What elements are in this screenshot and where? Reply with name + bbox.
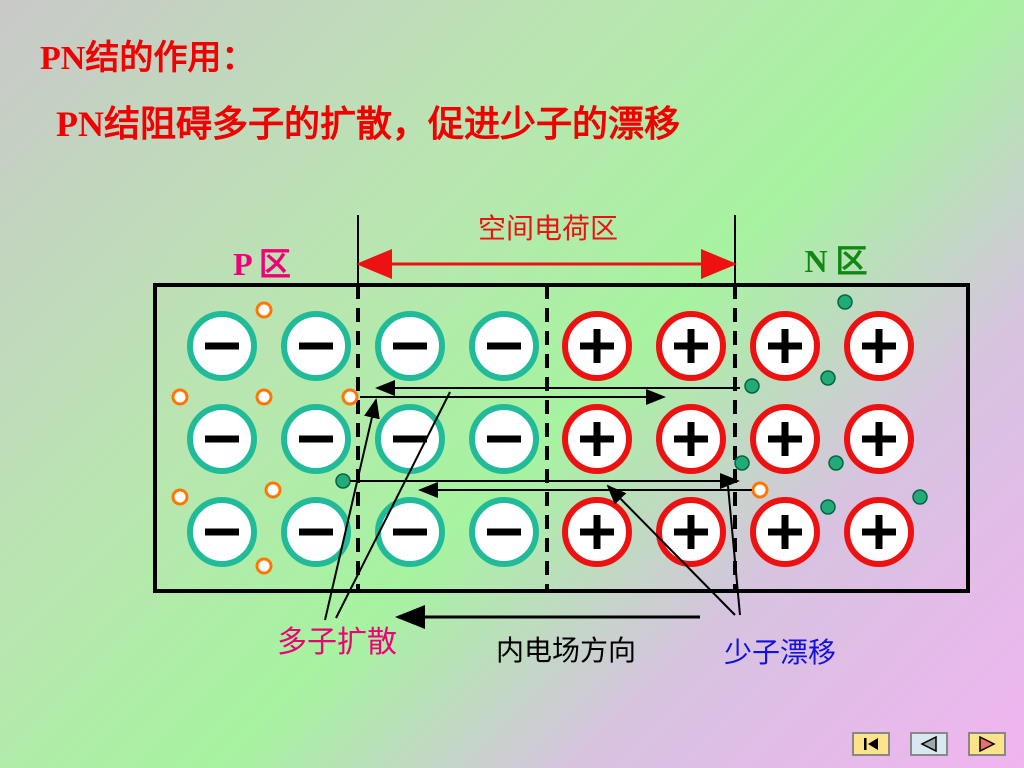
- minus-sign-icon: [487, 435, 521, 443]
- positive-ion: [656, 404, 726, 474]
- positive-ion: [750, 404, 820, 474]
- electron-particle: [912, 489, 928, 505]
- plus-sign-icon: [781, 515, 789, 549]
- negative-ion: [375, 404, 445, 474]
- electron-particle: [744, 378, 760, 394]
- hole-particle: [171, 488, 189, 506]
- hole-particle: [341, 388, 359, 406]
- negative-ion: [187, 497, 257, 567]
- negative-ion: [469, 497, 539, 567]
- slide-subtitle: PN结阻碍多子的扩散，促进少子的漂移: [56, 104, 680, 144]
- drift-pointer-2: [606, 484, 736, 616]
- next-page-button[interactable]: [968, 732, 1006, 756]
- positive-ion: [656, 311, 726, 381]
- space-charge-label: 空间电荷区: [478, 212, 618, 245]
- minus-sign-icon: [393, 528, 427, 536]
- diffusion-pointer-2: [335, 391, 451, 619]
- electron-particle: [734, 455, 750, 471]
- previous-page-icon: [912, 734, 946, 754]
- electron-particle: [820, 499, 836, 515]
- minus-sign-icon: [299, 435, 333, 443]
- hole-particle: [171, 388, 189, 406]
- hole-particle: [751, 481, 769, 499]
- field-direction-label: 内电场方向: [496, 634, 636, 667]
- negative-ion: [187, 311, 257, 381]
- plus-sign-icon: [781, 329, 789, 363]
- slide-title: PN结的作用：: [40, 40, 256, 77]
- electron-particle: [820, 370, 836, 386]
- minority-drift-label: 少子漂移: [724, 636, 836, 669]
- plus-sign-icon: [875, 422, 883, 456]
- electron-particle: [828, 455, 844, 471]
- electron-particle: [837, 294, 853, 310]
- n-region-label: N 区: [804, 243, 867, 279]
- positive-ion: [562, 497, 632, 567]
- positive-ion: [844, 404, 914, 474]
- minus-sign-icon: [393, 435, 427, 443]
- minus-sign-icon: [205, 435, 239, 443]
- minus-sign-icon: [393, 342, 427, 350]
- ion-grid: [187, 311, 914, 567]
- carrier-particles: [171, 294, 928, 575]
- negative-ion: [469, 311, 539, 381]
- negative-ion: [281, 311, 351, 381]
- minus-sign-icon: [299, 342, 333, 350]
- negative-ion: [375, 497, 445, 567]
- p-region-label: P 区: [233, 246, 291, 282]
- plus-sign-icon: [687, 422, 695, 456]
- positive-ion: [656, 497, 726, 567]
- negative-ion: [281, 497, 351, 567]
- positive-ion: [750, 497, 820, 567]
- minus-sign-icon: [299, 528, 333, 536]
- negative-ion: [187, 404, 257, 474]
- plus-sign-icon: [875, 329, 883, 363]
- positive-ion: [562, 311, 632, 381]
- plus-sign-icon: [875, 515, 883, 549]
- minus-sign-icon: [205, 342, 239, 350]
- hole-particle: [255, 557, 273, 575]
- plus-sign-icon: [593, 422, 601, 456]
- plus-sign-icon: [593, 515, 601, 549]
- semiconductor-block: [153, 283, 970, 593]
- hole-particle: [264, 481, 282, 499]
- negative-ion: [375, 311, 445, 381]
- drift-pointer-1: [727, 485, 741, 616]
- plus-sign-icon: [687, 515, 695, 549]
- first-page-icon: [854, 734, 888, 754]
- negative-ion: [469, 404, 539, 474]
- previous-page-button[interactable]: [910, 732, 948, 756]
- minus-sign-icon: [487, 342, 521, 350]
- hole-particle: [255, 301, 273, 319]
- positive-ion: [844, 497, 914, 567]
- next-page-icon: [970, 734, 1004, 754]
- diffusion-pointer-1: [324, 398, 380, 621]
- hole-particle: [255, 388, 273, 406]
- positive-ion: [750, 311, 820, 381]
- plus-sign-icon: [593, 329, 601, 363]
- positive-ion: [844, 311, 914, 381]
- minus-sign-icon: [205, 528, 239, 536]
- plus-sign-icon: [687, 329, 695, 363]
- negative-ion: [281, 404, 351, 474]
- minus-sign-icon: [487, 528, 521, 536]
- electron-particle: [335, 473, 351, 489]
- plus-sign-icon: [781, 422, 789, 456]
- positive-ion: [562, 404, 632, 474]
- majority-diffusion-label: 多子扩散: [277, 625, 397, 660]
- first-page-button[interactable]: [852, 732, 890, 756]
